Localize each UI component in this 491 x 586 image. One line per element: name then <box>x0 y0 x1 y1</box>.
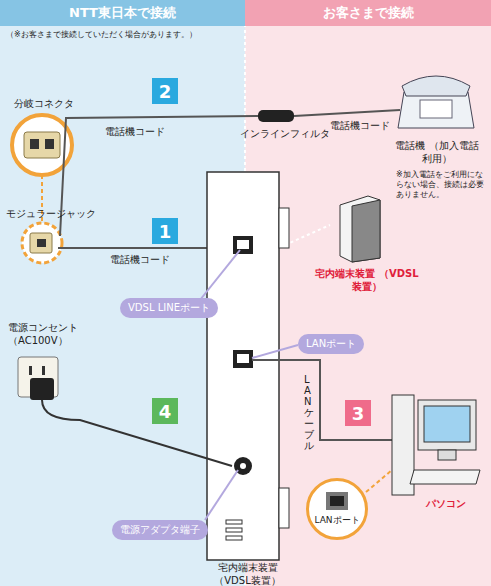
node-text: 電源アダプタ端子 <box>120 524 200 535</box>
text-label: 電話機コード <box>110 254 170 267</box>
port-circle: LANポート <box>306 478 368 540</box>
callout-number: 2 <box>152 78 178 104</box>
node-text: 3 <box>352 403 365 424</box>
text-label: （※お客さまで接続していただく場合があります。） <box>6 30 197 40</box>
callout-number: 3 <box>345 400 371 426</box>
text-label: 電源コンセント （AC100V） <box>8 322 98 347</box>
callout-number: 4 <box>152 398 178 424</box>
callout-number: 1 <box>152 218 178 244</box>
text-label: 分岐コネクタ <box>14 98 74 111</box>
port-label: VDSL LINEポート <box>120 298 218 318</box>
port-label: 電源アダプタ端子 <box>112 520 208 540</box>
text-label: パソコン <box>426 498 466 511</box>
port-icon <box>325 491 349 511</box>
text-label: 電話機コード <box>330 120 390 133</box>
text-label: 電話機 （加入電話利用） <box>392 140 482 165</box>
node-text: 2 <box>159 81 172 102</box>
text-label: 宅内端末装置 （VDSL装置） <box>312 268 422 293</box>
header-band: NTT東日本で接続 <box>0 0 245 26</box>
header-band: お客さまで接続 <box>245 0 491 26</box>
text-label: 電話機コード <box>105 126 165 139</box>
node-text: 1 <box>159 221 172 242</box>
node-text: 4 <box>159 401 172 422</box>
text-label: インラインフィルタ <box>240 128 330 141</box>
text-label: LANケーブル <box>304 374 314 451</box>
port-label: LANポート <box>298 334 364 354</box>
node-text: LANポート <box>314 515 359 525</box>
text-label: 宅内端末装置 （VDSL装置） <box>200 562 295 586</box>
node-text: NTT東日本で接続 <box>69 4 176 22</box>
text-label: モジュラージャック <box>6 208 96 221</box>
node-text: LANポート <box>306 338 356 349</box>
text-label: ※加入電話をご利用にならない場合、接続は必要ありません。 <box>396 170 484 200</box>
node-text: VDSL LINEポート <box>128 302 210 313</box>
node-text: お客さまで接続 <box>323 4 414 22</box>
